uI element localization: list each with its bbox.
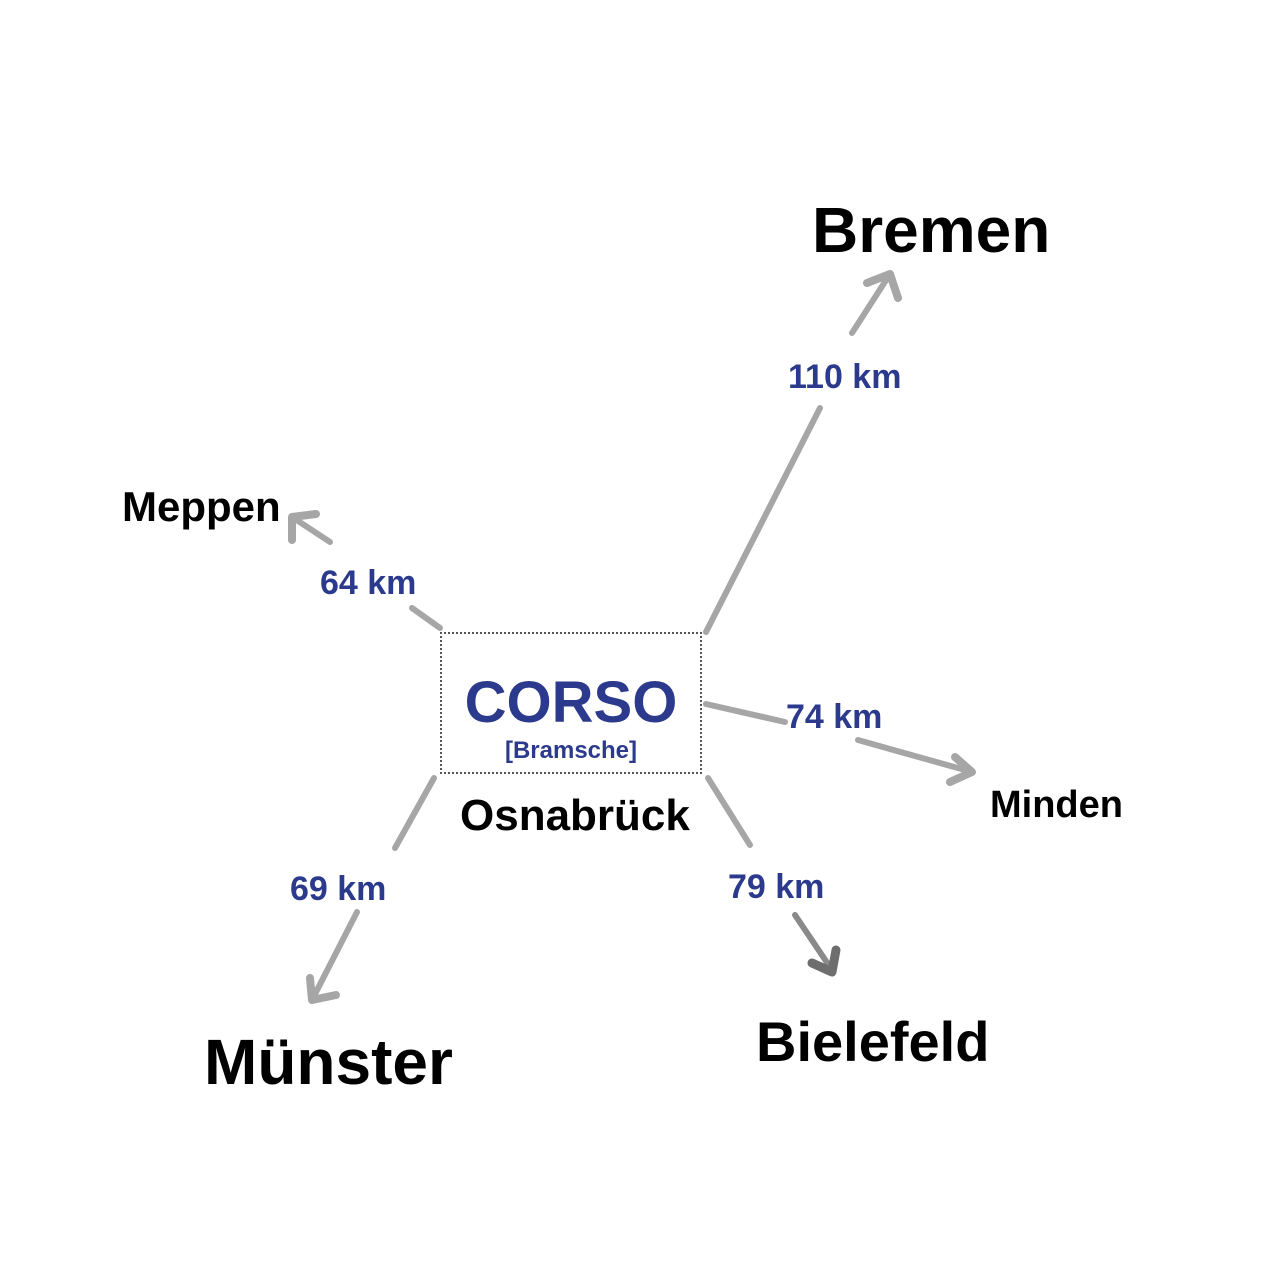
arrow-meppen-head <box>288 510 320 544</box>
city-muenster: Münster <box>204 1026 453 1098</box>
arrow-bielefeld-head <box>807 945 841 977</box>
arrow-minden-shaft-right <box>855 737 975 775</box>
city-minden: Minden <box>990 784 1123 826</box>
arrow-minden-head <box>946 753 976 786</box>
arrow-muenster-head <box>306 974 340 1004</box>
arrow-minden-shaft-left <box>703 701 788 725</box>
arrow-bremen-shaft-upper <box>849 271 893 336</box>
center-name: CORSO <box>464 670 678 735</box>
arrow-meppen-shaft-lower <box>409 605 443 631</box>
city-bremen: Bremen <box>812 194 1051 266</box>
distance-bremen: 110 km <box>788 358 902 396</box>
distance-muenster: 69 km <box>290 870 387 908</box>
arrow-meppen-shaft-upper <box>289 514 333 545</box>
city-bielefeld: Bielefeld <box>756 1010 990 1073</box>
arrow-bremen-head <box>863 270 902 302</box>
arrow-muenster-shaft-lower <box>309 909 360 1003</box>
arrow-bielefeld-shaft-upper <box>705 775 753 848</box>
distance-minden: 74 km <box>786 698 883 736</box>
distance-bielefeld: 79 km <box>728 868 825 906</box>
arrow-muenster-shaft-upper <box>392 775 437 851</box>
city-meppen: Meppen <box>122 483 281 530</box>
center-subtitle: [Bramsche] <box>504 737 638 764</box>
center-box: CORSO [Bramsche] <box>440 632 702 774</box>
arrow-bielefeld-shaft-lower <box>792 912 835 973</box>
center-city-label: Osnabrück <box>460 791 690 840</box>
arrow-bremen-shaft-lower <box>703 405 823 635</box>
distance-meppen: 64 km <box>320 564 417 602</box>
